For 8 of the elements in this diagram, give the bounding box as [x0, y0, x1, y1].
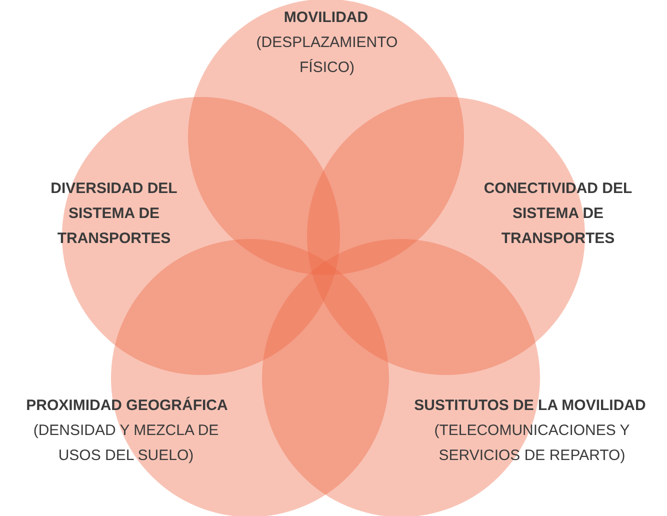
circle-description: (DESPLAZAMIENTO FÍSICO): [255, 33, 399, 78]
circle-heading: CONECTIVIDAD DEL SISTEMA DE TRANSPORTES: [482, 179, 634, 249]
circle-heading: DIVERSIDAD DEL SISTEMA DE TRANSPORTES: [50, 179, 178, 249]
circle-heading: PROXIMIDAD GEOGRÁFICA: [25, 396, 229, 416]
circle-description: (TELECOMUNICACIONES Y SERVICIOS DE REPARTO): [433, 421, 631, 466]
circle-description: (DENSIDAD Y MEZCLA DE USOS DEL SUELO): [32, 421, 220, 466]
circle-heading: SUSTITUTOS DE LA MOVILIDAD: [413, 396, 647, 416]
circle-heading: MOVILIDAD: [282, 8, 370, 28]
